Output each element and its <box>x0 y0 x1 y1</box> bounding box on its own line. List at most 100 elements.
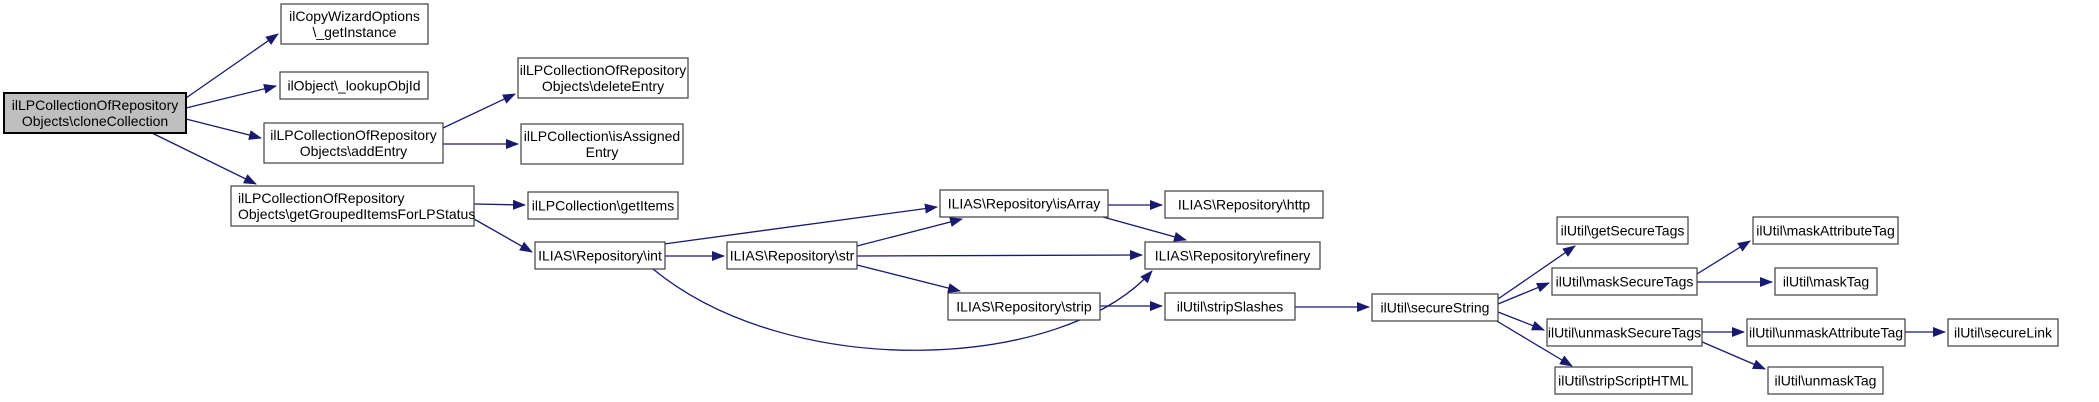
node-getSecureTags[interactable]: ilUtil\getSecureTags <box>1556 216 1689 245</box>
node-label-cloneCollection-line0: ilLPCollectionOfRepository <box>12 97 179 113</box>
node-box-isAssignedEntry[interactable] <box>520 123 684 165</box>
node-int[interactable]: ILIAS\Repository\int <box>534 241 666 270</box>
edge-isArray-to-refinery <box>1102 216 1187 242</box>
node-getGroupedItemsForLPStatus[interactable]: ilLPCollectionOfRepositoryObjects\getGro… <box>230 185 475 227</box>
node-label-getInstance-line1: \_getInstance <box>312 24 396 40</box>
node-label-getGroupedItemsForLPStatus-line0: ilLPCollectionOfRepository <box>238 190 405 206</box>
node-box-unmaskTag[interactable] <box>1767 366 1884 395</box>
node-box-http[interactable] <box>1164 190 1324 219</box>
node-box-unmaskAttributeTag[interactable] <box>1746 318 1906 347</box>
node-label-secureString-line0: ilUtil\secureString <box>1381 300 1490 316</box>
edge-unmaskSecureTags-to-unmaskTag <box>1699 340 1766 370</box>
edge-secureString-to-getSecureTags <box>1497 245 1576 300</box>
node-box-int[interactable] <box>534 241 666 270</box>
node-box-unmaskSecureTags[interactable] <box>1546 318 1703 347</box>
edge-secureString-to-unmaskSecureTags <box>1497 311 1545 331</box>
node-box-stripScriptHTML[interactable] <box>1554 366 1693 395</box>
node-label-int-line0: ILIAS\Repository\int <box>538 248 662 264</box>
node-box-getInstance[interactable] <box>280 3 429 45</box>
node-box-maskTag[interactable] <box>1774 267 1878 296</box>
node-label-unmaskTag-line0: ilUtil\unmaskTag <box>1775 373 1877 389</box>
node-label-refinery-line0: ILIAS\Repository\refinery <box>1155 248 1311 264</box>
node-box-cloneCollection[interactable] <box>3 92 187 134</box>
node-label-strip-line0: ILIAS\Repository\strip <box>956 299 1092 315</box>
edge-getGroupedItemsForLPStatus-to-int <box>473 218 533 253</box>
node-box-secureString[interactable] <box>1371 293 1499 322</box>
node-label-isAssignedEntry-line1: Entry <box>586 144 619 160</box>
edge-int-to-isArray <box>663 203 938 245</box>
node-unmaskSecureTags[interactable]: ilUtil\unmaskSecureTags <box>1546 318 1703 347</box>
node-label-getSecureTags-line0: ilUtil\getSecureTags <box>1561 223 1685 239</box>
node-label-stripSlashes-line0: ilUtil\stripSlashes <box>1177 299 1284 315</box>
edge-cloneCollection-to-getGroupedItemsForLPStatus <box>151 132 257 185</box>
node-box-strip[interactable] <box>947 292 1101 321</box>
node-isArray[interactable]: ILIAS\Repository\isArray <box>939 189 1109 218</box>
node-box-stripSlashes[interactable] <box>1164 292 1296 321</box>
node-unmaskTag[interactable]: ilUtil\unmaskTag <box>1767 366 1884 395</box>
edge-addEntry-to-deleteEntry <box>442 93 516 129</box>
edge-secureString-to-maskSecureTags <box>1497 282 1550 305</box>
node-stripSlashes[interactable]: ilUtil\stripSlashes <box>1164 292 1296 321</box>
edge-str-to-isArray <box>856 217 963 247</box>
edge-cloneCollection-to-addEntry <box>185 118 262 140</box>
node-box-getItems[interactable] <box>527 191 679 220</box>
node-box-isArray[interactable] <box>939 189 1109 218</box>
node-box-refinery[interactable] <box>1144 241 1321 270</box>
node-label-getInstance-line0: ilCopyWizardOptions <box>289 8 420 24</box>
node-label-isAssignedEntry-line0: ilLPCollection\isAssigned <box>524 128 680 144</box>
node-label-unmaskSecureTags-line0: ilUtil\unmaskSecureTags <box>1548 325 1701 341</box>
node-box-deleteEntry[interactable] <box>517 57 689 99</box>
node-box-maskAttributeTag[interactable] <box>1752 216 1899 245</box>
node-label-secureLink-line0: ilUtil\secureLink <box>1954 325 2053 341</box>
node-label-addEntry-line1: Objects\addEntry <box>300 143 407 159</box>
node-label-http-line0: ILIAS\Repository\http <box>1178 197 1311 213</box>
node-label-cloneCollection-line1: Objects\cloneCollection <box>22 113 168 129</box>
node-box-addEntry[interactable] <box>263 122 444 164</box>
node-maskTag[interactable]: ilUtil\maskTag <box>1774 267 1878 296</box>
node-addEntry[interactable]: ilLPCollectionOfRepositoryObjects\addEnt… <box>263 122 444 164</box>
node-http[interactable]: ILIAS\Repository\http <box>1164 190 1324 219</box>
node-getItems[interactable]: ilLPCollection\getItems <box>527 191 679 220</box>
node-label-deleteEntry-line1: Objects\deleteEntry <box>542 78 664 94</box>
node-box-getGroupedItemsForLPStatus[interactable] <box>230 185 475 227</box>
node-str[interactable]: ILIAS\Repository\str <box>726 241 858 270</box>
node-label-addEntry-line0: ilLPCollectionOfRepository <box>270 127 437 143</box>
node-label-deleteEntry-line0: ilLPCollectionOfRepository <box>520 62 687 78</box>
node-maskAttributeTag[interactable]: ilUtil\maskAttributeTag <box>1752 216 1899 245</box>
node-deleteEntry[interactable]: ilLPCollectionOfRepositoryObjects\delete… <box>517 57 689 99</box>
edge-str-to-refinery <box>856 250 1143 261</box>
node-label-lookupObjId-line0: ilObject\_lookupObjId <box>287 78 420 94</box>
node-unmaskAttributeTag[interactable]: ilUtil\unmaskAttributeTag <box>1746 318 1906 347</box>
node-box-secureLink[interactable] <box>1947 318 2059 347</box>
edge-maskSecureTags-to-maskAttributeTag <box>1696 240 1751 275</box>
node-label-maskTag-line0: ilUtil\maskTag <box>1783 274 1869 290</box>
edge-int-to-refinery <box>652 268 1153 351</box>
node-refinery[interactable]: ILIAS\Repository\refinery <box>1144 241 1321 270</box>
node-box-getSecureTags[interactable] <box>1556 216 1689 245</box>
edge-getGroupedItemsForLPStatus-to-getItems <box>473 199 526 210</box>
node-cloneCollection[interactable]: ilLPCollectionOfRepositoryObjects\cloneC… <box>3 92 187 134</box>
node-getInstance[interactable]: ilCopyWizardOptions\_getInstance <box>280 3 429 45</box>
node-label-stripScriptHTML-line0: ilUtil\stripScriptHTML <box>1558 373 1689 389</box>
node-label-unmaskAttributeTag-line0: ilUtil\unmaskAttributeTag <box>1749 325 1903 341</box>
node-strip[interactable]: ILIAS\Repository\strip <box>947 292 1101 321</box>
node-label-isArray-line0: ILIAS\Repository\isArray <box>948 196 1101 212</box>
node-lookupObjId[interactable]: ilObject\_lookupObjId <box>279 71 429 100</box>
edge-cloneCollection-to-getInstance <box>185 33 279 99</box>
node-stripScriptHTML[interactable]: ilUtil\stripScriptHTML <box>1554 366 1693 395</box>
node-box-lookupObjId[interactable] <box>279 71 429 100</box>
node-label-str-line0: ILIAS\Repository\str <box>730 248 855 264</box>
node-secureLink[interactable]: ilUtil\secureLink <box>1947 318 2059 347</box>
edge-str-to-strip <box>856 264 961 293</box>
edge-cloneCollection-to-lookupObjId <box>185 83 277 109</box>
node-label-getGroupedItemsForLPStatus-line1: Objects\getGroupedItemsForLPStatus <box>238 206 475 222</box>
node-box-maskSecureTags[interactable] <box>1551 267 1698 296</box>
node-box-str[interactable] <box>726 241 858 270</box>
node-maskSecureTags[interactable]: ilUtil\maskSecureTags <box>1551 267 1698 296</box>
node-label-maskSecureTags-line0: ilUtil\maskSecureTags <box>1556 274 1694 290</box>
node-secureString[interactable]: ilUtil\secureString <box>1371 293 1499 322</box>
node-label-getItems-line0: ilLPCollection\getItems <box>532 198 674 214</box>
